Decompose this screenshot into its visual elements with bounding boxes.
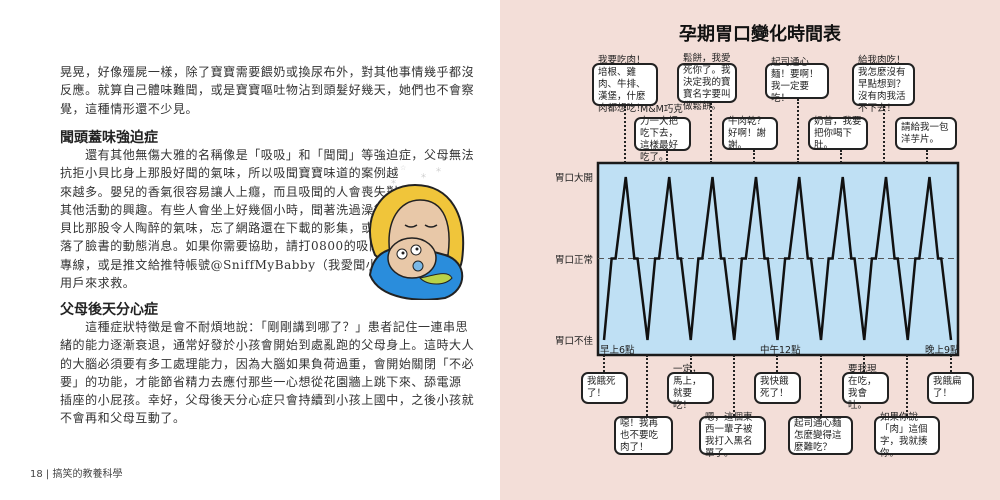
callout-connector <box>733 355 735 416</box>
text-line: 晃晃，好像殭屍一樣，除了寶寶需要餵奶或換尿布外，對其他事情幾乎都沒 <box>60 65 475 79</box>
trough-callout-bubble: 我餓死了！ <box>581 372 628 404</box>
mother-sniffing-baby-illustration: ＊☆＊＊＊ <box>368 164 465 300</box>
text-line: 不會再和父母互動了。 <box>60 411 186 426</box>
trough-callout-bubble: 我快餓死了！ <box>754 372 801 404</box>
callout-connector <box>883 106 885 163</box>
callout-connector <box>926 150 928 163</box>
y-tick-label: 胃口大開 <box>555 173 594 184</box>
trough-callout-bubble: 要我現在吃，我會吐。 <box>842 364 889 411</box>
text-line: 抗拒小貝比身上那股好聞的氣味，所以吸聞寶寶味道的案例越 <box>60 166 399 181</box>
chart-title-text: 孕期胃口變化時間表 <box>679 24 841 45</box>
paragraph-2: 還有其他無傷大雅的名稱像是「吸吸」和「聞聞」等強迫症，父母無法抗拒小貝比身上那股… <box>60 146 474 292</box>
peak-callout-bubble: 起司通心麵！要啊！我一定要吃！ <box>765 57 829 104</box>
callout-connector <box>753 150 755 163</box>
callout-connector <box>863 355 865 372</box>
x-tick-label: 早上6點 <box>600 345 635 356</box>
svg-text:＊: ＊ <box>435 166 442 174</box>
text-line: 還有其他無傷大雅的名稱像是「吸吸」和「聞聞」等強迫症，父母無法 <box>60 148 475 162</box>
trough-callout-bubble: 如果你說「肉」這個字，我就揍你。 <box>874 412 940 459</box>
text-line: 專線，或是推文給推特帳號@SniffMyBabby（我愛聞小貝比） <box>60 257 417 272</box>
trough-callout-bubble: 起司通心麵怎麼變得這麼難吃？ <box>788 416 853 455</box>
x-tick-label: 中午12點 <box>760 345 801 356</box>
callout-connector <box>603 355 605 372</box>
text-line: 來越多。嬰兒的香氣很容易讓人上癮，而且吸聞的人會喪失對 <box>60 184 399 199</box>
heading-parental-distraction: 父母後天分心症 <box>60 302 158 318</box>
text-line: 落了臉書的動態消息。如果你需要協助，請打0800的吸聞嬰兒 <box>60 239 407 254</box>
heading-sniff-compulsion: 聞頭蓋味強迫症 <box>60 130 158 146</box>
y-tick-label: 胃口不佳 <box>555 336 594 347</box>
x-tick-label: 晚上9點 <box>925 345 960 356</box>
paragraph-3: 這種症狀特徵是會不耐煩地說：「剛剛講到哪了？」患者記住一連串思緒的能力逐漸衰退，… <box>60 318 474 428</box>
left-page: 晃晃，好像殭屍一樣，除了寶寶需要餵奶或換尿布外，對其他事情幾乎都沒反應。就算自己… <box>30 63 474 480</box>
text-line: 覺，這種情形還不少見。 <box>60 101 199 116</box>
trough-callout-bubble: 我餓扁了！ <box>927 372 974 404</box>
y-tick-label: 胃口正常 <box>555 254 594 266</box>
peak-callout-bubble: M&M巧克力一大把吃下去，這樣最好吃了。 <box>634 104 691 163</box>
callout-connector <box>797 99 799 163</box>
trough-callout-bubble: 嗯，這個東西一輩子被我打入黑名單了。 <box>699 412 766 459</box>
callout-connector <box>690 355 692 372</box>
text-line: 其他活動的興趣。有些人會坐上好幾個小時，聞著洗過澡後小 <box>60 202 399 217</box>
peak-callout-bubble: 奶昔，我要把你喝下肚。 <box>808 116 868 151</box>
trough-callout-bubble: 噁！我再也不要吃肉了！ <box>614 416 673 455</box>
callout-connector <box>776 355 778 372</box>
callout-connector <box>710 103 712 163</box>
callout-connector <box>840 150 842 163</box>
text-line: 插座的小屁孩。幸好，父母後天分心症只會持續到小孩上國中，之後小孩就 <box>60 393 475 408</box>
svg-text:☆: ☆ <box>400 164 406 172</box>
page-footer: 18 | 搞笑的教養科學 <box>30 469 123 480</box>
callout-connector <box>666 151 668 163</box>
text-line: 緒的能力逐漸衰退，通常好發於小孩會開始到處亂跑的父母身上。這時大人 <box>60 338 475 353</box>
text-line: 的大腦必須要有多工處理能力，因為大腦如果負荷過重，會開始關閉「不必 <box>60 356 475 371</box>
chart-title: 孕期胃口變化時間表 <box>0 20 1000 46</box>
peak-callout-bubble: 給我肉吃！我怎麼沒有早點想到？沒有肉我活不下去！ <box>852 55 915 114</box>
peak-callout-bubble: 我要吃肉！培根、雞肉、牛排、漢堡，什麼肉都想吃！ <box>592 55 658 114</box>
svg-text:＊: ＊ <box>390 178 397 186</box>
appetite-line <box>602 176 953 341</box>
text-line: 要」的功能，才能節省精力去應付那些一心想從花園牆上跳下來、舔電源 <box>60 374 462 389</box>
svg-text:＊: ＊ <box>420 172 427 180</box>
callout-connector <box>950 355 952 372</box>
peak-callout-bubble: 牛肉乾？好啊！謝謝。 <box>722 116 778 151</box>
callout-connector <box>646 355 648 416</box>
paragraph-1: 晃晃，好像殭屍一樣，除了寶寶需要餵奶或換尿布外，對其他事情幾乎都沒反應。就算自己… <box>60 63 474 118</box>
callout-connector <box>906 355 908 416</box>
text-line: 反應。就算自己體味難聞，或是寶寶嘔吐物沾到頭髮好幾天，她們也不會察 <box>60 83 475 98</box>
text-line: 貝比那股令人陶醉的氣味，忘了網路還在下載的影集，或是冷 <box>60 221 399 236</box>
text-line: 這種症狀特徵是會不耐煩地說：「剛剛講到哪了？」患者記住一連串思 <box>60 320 469 334</box>
svg-text:＊: ＊ <box>380 168 387 176</box>
trough-callout-bubble: 一定，馬上，就要吃！ <box>667 364 714 411</box>
peak-callout-bubble: 鬆餅，我愛死你了。我決定我的寶寶名字要叫做鬆餅。 <box>677 53 737 112</box>
callout-connector <box>820 355 822 416</box>
text-line: 用戶來求救。 <box>60 276 136 291</box>
peak-callout-bubble: 請給我一包洋芋片。 <box>895 117 957 150</box>
callout-connector <box>624 106 626 163</box>
